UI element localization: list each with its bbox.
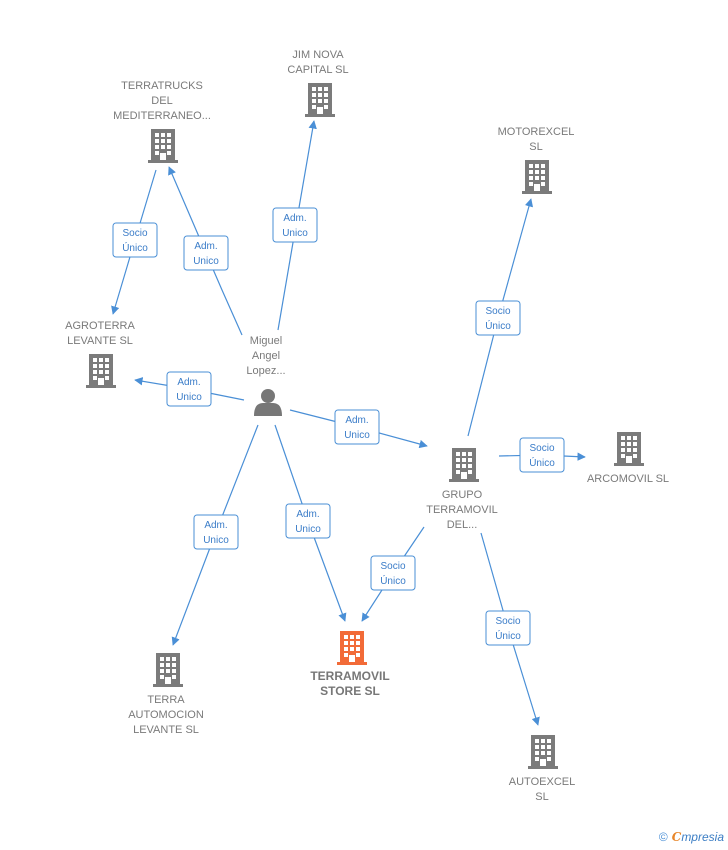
building-icon [614,432,644,466]
building-icon [305,83,335,117]
edge-miguel-terra: Adm. Unico [171,424,259,646]
edge-label-text: Socio [529,443,554,454]
edge-label-box[interactable] [285,503,331,539]
node-label: DEL [151,95,172,107]
edge-label-text: Adm. [204,520,227,531]
edge-label-text: Adm. [296,509,319,520]
edge-label-text: Único [529,456,555,469]
edge-label-text: Único [380,574,406,587]
node-terratrucks[interactable]: TERRATRUCKS DEL MEDITERRANEO... [113,80,211,163]
node-label: LEVANTE SL [67,335,133,347]
building-icon [86,354,116,388]
building-icon [148,129,178,163]
edge-label-text: Socio [122,228,147,239]
node-label: LEVANTE SL [133,724,199,736]
node-label: AGROTERRA [65,320,135,332]
edge-label-box[interactable] [485,610,531,646]
edge-label-text: Unico [295,524,321,535]
node-label: SL [529,141,542,153]
edge-label-text: Unico [203,535,229,546]
edge-label-text: Socio [495,616,520,627]
edge-label-text: Único [495,629,521,642]
edge-miguel-terratrucks: Adm. Unico [168,166,243,336]
edge-label-box[interactable] [272,207,318,243]
edge-label-box[interactable] [166,371,212,407]
edge-label-box[interactable] [519,437,565,473]
edge-miguel-agroterra: Adm. Unico [134,371,245,407]
node-grupo-terramovil[interactable]: GRUPO TERRAMOVIL DEL... [426,448,498,531]
node-label: STORE SL [320,684,380,698]
node-label: Lopez... [246,365,285,377]
edge-label-box[interactable] [475,300,521,336]
edge-label-box[interactable] [183,235,229,271]
node-label: Angel [252,350,280,362]
node-label: Miguel [250,335,282,347]
edge-label-text: Único [485,319,511,332]
node-label: JIM NOVA [292,49,344,61]
focus-building-icon [337,631,367,665]
node-label: AUTOEXCEL [509,776,575,788]
brand-logo-text: mpresia [681,830,724,844]
node-label: MOTOREXCEL [498,126,575,138]
building-icon [522,160,552,194]
edge-line [168,166,243,336]
edge-label-text: Socio [380,561,405,572]
edge-label-text: Adm. [177,377,200,388]
edge-label-text: Adm. [194,241,217,252]
node-label: TERRATRUCKS [121,80,203,92]
edge-label-text: Adm. [345,415,368,426]
edge-label-text: Socio [485,306,510,317]
brand-logo-initial: C [671,830,682,844]
node-label: CAPITAL SL [287,64,348,76]
node-label: ARCOMOVIL SL [587,473,669,485]
edge-miguel-grupo: Adm. Unico [289,409,428,449]
edge-label-text: Adm. [283,213,306,224]
building-icon [153,653,183,687]
edge-label-box[interactable] [334,409,380,445]
node-miguel[interactable]: MiguelAngelLopez... [246,335,286,416]
node-label: TERRA [147,694,185,706]
node-arcomovil[interactable]: ARCOMOVIL SL [587,432,669,485]
node-label: SL [535,791,548,803]
edge-miguel-jim: Adm. Unico [272,120,318,331]
node-motorexcel[interactable]: MOTOREXCEL SL [498,126,575,194]
node-label: GRUPO [442,489,483,501]
edge-miguel-store: Adm. Unico [274,424,347,622]
node-label: MEDITERRANEO... [113,110,211,122]
brand-watermark: ©Cmpresia [659,830,724,844]
node-label: AUTOMOCION [128,709,204,721]
edge-label-text: Unico [193,256,219,267]
person-icon [254,389,282,416]
copyright-symbol: © [658,830,668,844]
edge-label-text: Unico [344,430,370,441]
node-label: TERRAMOVIL [426,504,498,516]
edge-label-box[interactable] [112,222,158,258]
edge-label-text: Unico [282,228,308,239]
node-autoexcel[interactable]: AUTOEXCEL SL [509,735,575,803]
node-terra-automocion[interactable]: TERRA AUTOMOCION LEVANTE SL [128,653,204,736]
building-icon [449,448,479,482]
edge-label-text: Unico [176,392,202,403]
edge-label-box[interactable] [370,555,416,591]
node-agroterra[interactable]: AGROTERRA LEVANTE SL [65,320,135,388]
node-label: TERRAMOVIL [310,669,389,683]
edge-label-box[interactable] [193,514,239,550]
building-icon [528,735,558,769]
node-jim-nova[interactable]: JIM NOVA CAPITAL SL [287,49,349,117]
node-label: DEL... [447,519,478,531]
edge-label-text: Único [122,241,148,254]
